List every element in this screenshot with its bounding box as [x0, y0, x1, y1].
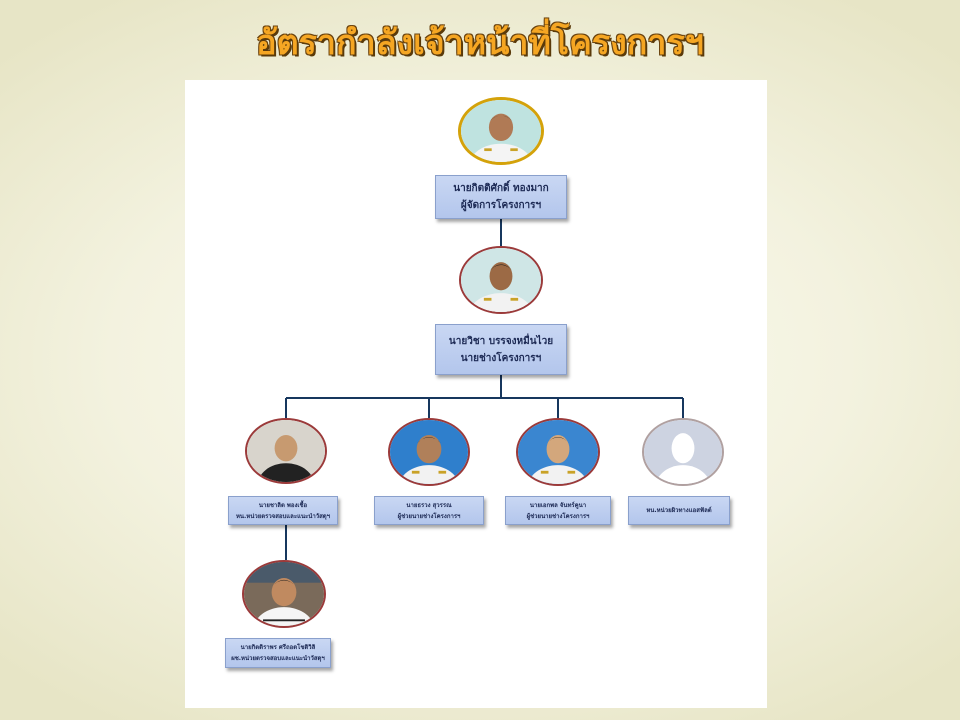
staff-1-photo	[245, 418, 327, 484]
manager-name-box: นายกิตติศักดิ์ ทองมาก ผู้จัดการโครงการฯ	[435, 175, 567, 219]
staff-3-name-box: นายเอกพล จันทร์คูนา ผู้ช่วยนายช่างโครงกา…	[505, 496, 611, 525]
engineer-photo	[459, 246, 543, 314]
staff-4-role: หน.หน่วยผิวทางแอสฟัลต์	[646, 507, 712, 514]
staff-2-role: ผู้ช่วยนายช่างโครงการฯ	[397, 512, 461, 520]
org-chart-connectors	[285, 219, 684, 560]
assistant-name: นายกิตติราพร ศรีถอดโชติวิลิ	[240, 644, 316, 651]
staff-2-name: นายธรวง สุวรรณ	[406, 501, 452, 509]
staff-1-role: หน.หน่วยตรวจสอบและแนะนำวัสดุฯ	[235, 512, 331, 520]
staff-1-name: นายชาลิต พองเชื้อ	[258, 501, 308, 509]
manager-name: นายกิตติศักดิ์ ทองมาก	[453, 183, 549, 194]
staff-2-name-box: นายธรวง สุวรรณ ผู้ช่วยนายช่างโครงการฯ	[374, 496, 484, 525]
engineer-name: นายวิชา บรรจงหมื่นไวย	[448, 335, 554, 347]
manager-role: ผู้จัดการโครงการฯ	[460, 200, 542, 211]
engineer-role: นายช่างโครงการฯ	[460, 352, 542, 364]
assistant-photo	[242, 560, 326, 628]
staff-4-placeholder-photo	[642, 418, 724, 486]
staff-1-name-box: นายชาลิต พองเชื้อ หน.หน่วยตรวจสอบและแนะน…	[228, 496, 338, 525]
staff-2-photo	[388, 418, 470, 486]
assistant-role: ผช.หน่วยตรวจสอบและแนะนำวัสดุฯ	[231, 655, 325, 662]
manager-photo	[458, 97, 544, 165]
slide-title: อัตรากำลังเจ้าหน้าที่โครงการฯ	[256, 23, 704, 63]
org-chart-canvas: นายกิตติศักดิ์ ทองมาก ผู้จัดการโครงการฯ …	[185, 80, 767, 708]
assistant-name-box: นายกิตติราพร ศรีถอดโชติวิลิ ผช.หน่วยตรวจ…	[225, 638, 331, 668]
staff-3-role: ผู้ช่วยนายช่างโครงการฯ	[526, 512, 590, 520]
staff-3-photo	[516, 418, 600, 486]
staff-4-name-box: หน.หน่วยผิวทางแอสฟัลต์	[628, 496, 730, 525]
staff-3-name: นายเอกพล จันทร์คูนา	[529, 501, 587, 509]
engineer-name-box: นายวิชา บรรจงหมื่นไวย นายช่างโครงการฯ	[435, 324, 567, 375]
